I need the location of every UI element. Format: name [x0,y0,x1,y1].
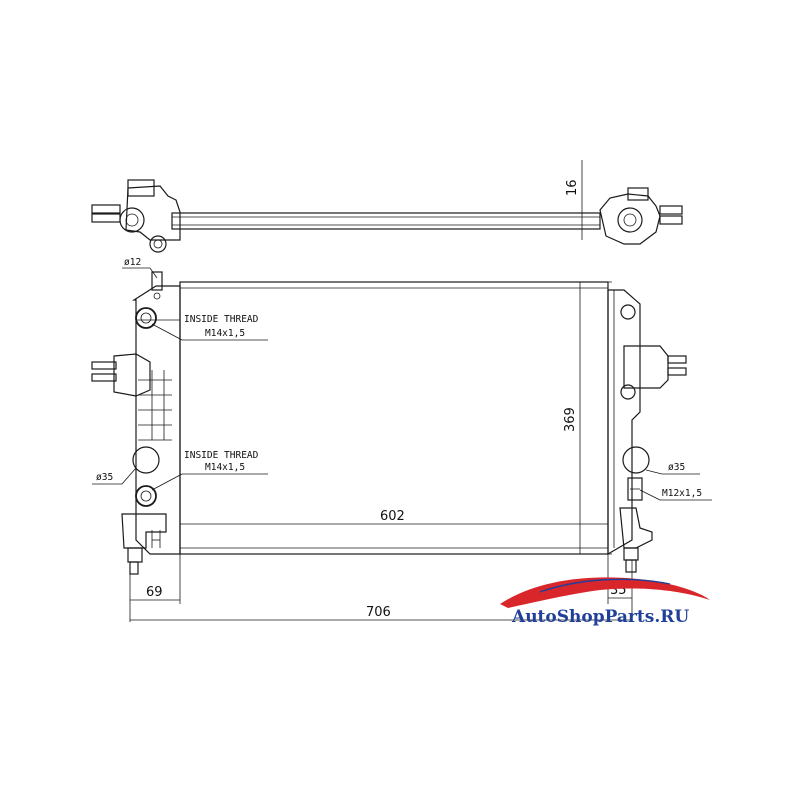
top-view: 16 [91,160,683,253]
right-tank [607,289,687,573]
site-watermark: AutoShopParts.RU [500,577,710,627]
dimensions: 369 602 69 35 706 [129,281,633,622]
dia-35-left-label: ø35 [96,472,113,483]
dim-69-label: 69 [146,585,163,600]
top-view-tube [171,212,601,230]
watermark-brand-text: AutoShopParts.RU [511,607,689,627]
front-view [91,271,687,575]
thread-right-label: M12x1,5 [662,488,702,499]
dim-602-label: 602 [380,509,405,524]
thread-top-line1: INSIDE THREAD [184,314,259,325]
watermark-swoosh [500,577,710,608]
top-left-tank [91,179,181,253]
drain-plug [627,477,643,501]
dim-369-label: 369 [563,407,578,432]
dim-706-label: 706 [366,605,391,620]
dim-16-label: 16 [565,179,580,196]
thread-hole-bottom [135,485,157,507]
annotations: INSIDE THREAD M14x1,5 INSIDE THREAD M14x… [92,257,712,501]
thread-bottom-line2: M14x1,5 [205,462,245,473]
thread-top-line2: M14x1,5 [205,328,245,339]
left-tank [91,271,181,575]
dia-12-label: ø12 [124,257,141,268]
dia-35-right-label: ø35 [668,462,685,473]
outlet-35-right [622,446,650,474]
dim-tube-thickness: 16 [565,160,600,240]
thread-bottom-line1: INSIDE THREAD [184,450,259,461]
thread-hole-top [135,307,157,329]
outlet-35-left [132,446,160,474]
top-right-tank [599,187,683,245]
